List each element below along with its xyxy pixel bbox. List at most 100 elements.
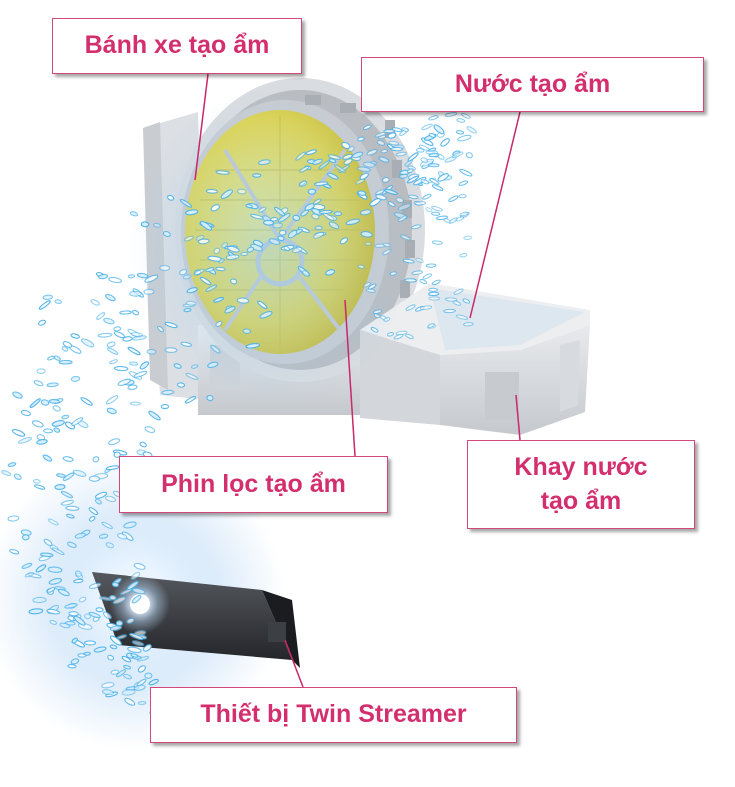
mist-droplet [257,300,268,310]
mist-droplet [287,229,298,239]
mist-droplet [146,348,157,355]
mist-droplet [311,213,320,220]
mist-droplet [77,653,87,658]
mist-droplet [179,198,193,208]
mist-droplet [258,206,267,213]
mist-droplet [119,310,132,315]
mist-droplet [31,420,44,428]
mist-droplet [20,409,31,417]
mist-droplet [197,238,210,245]
mist-droplet [106,407,117,415]
mist-droplet [21,534,30,541]
mist-droplet [227,245,240,253]
mist-droplet [333,211,343,217]
mist-droplet [428,287,439,292]
mist-droplet [362,282,372,288]
mist-droplet [93,646,107,653]
mist-droplet [113,451,121,458]
mist-droplet [237,188,247,195]
mist-droplet [397,215,408,222]
mist-droplet [64,421,76,430]
mist-droplet [451,151,464,159]
mist-droplet [71,417,84,427]
mist-droplet [144,426,156,434]
mist-droplet [422,193,432,200]
mist-droplet [103,611,112,620]
mist-droplet [410,224,422,230]
mist-droplet [176,382,186,388]
mist-droplet [307,188,317,195]
mist-droplet [444,297,458,302]
mist-droplet [312,158,323,165]
mist-droplet [32,479,41,484]
mist-droplet [48,399,60,404]
leader-water [469,111,521,319]
mist-droplet [383,129,396,134]
mist-droplet [60,499,75,506]
mist-droplet [47,566,63,573]
mist-droplet [355,178,366,185]
mist-droplet [420,179,430,185]
mist-droplet [112,596,127,605]
mist-droplet [121,655,132,663]
mist-droplet [127,346,141,356]
mist-droplet [301,270,310,278]
leader-wheel [194,73,209,181]
mist-droplet [183,307,192,313]
mist-droplet [427,323,435,329]
mist-droplet [437,173,449,182]
mist-droplet [199,220,213,231]
mist-droplet [215,170,230,175]
mist-droplet [33,484,46,490]
mist-droplet [83,640,97,646]
mist-droplet [277,235,285,242]
mist-droplet [131,640,145,647]
mist-droplet [463,235,473,240]
mist-droplet [36,368,46,375]
mist-droplet [327,154,341,160]
mist-droplet [428,132,436,138]
mist-droplet [98,533,109,539]
mist-droplet [356,166,371,172]
mist-droplet [415,257,424,263]
mist-droplet [384,188,398,195]
mist-droplet [193,268,206,276]
mist-droplet [126,617,135,624]
mist-droplet [84,613,92,620]
mist-droplet [90,299,100,306]
mist-droplet [328,158,337,164]
mist-droplet [37,319,47,326]
mist-droplet [117,378,131,386]
mist-droplet [429,177,440,185]
mist-droplet [460,112,471,119]
mist-droplet [46,587,56,593]
mist-droplet [246,246,255,253]
mist-droplet [283,245,291,252]
mist-droplet [43,538,53,547]
mist-droplet [59,622,71,629]
mist-droplet [137,701,147,705]
mist-droplet [186,287,198,294]
mist-droplet [459,211,469,217]
mist-droplet [401,127,410,132]
mist-droplet [405,333,414,340]
mist-droplet [406,168,414,174]
mist-droplet [245,203,253,209]
mist-droplet [356,136,365,142]
mist-droplet [221,242,229,249]
mist-droplet [97,332,113,338]
mist-droplet [258,159,271,166]
mist-droplet [109,644,118,650]
mist-droplet [272,222,283,229]
mist-droplet [300,209,309,217]
mist-droplet [131,587,146,595]
mist-droplet [143,288,155,295]
mist-droplet [11,429,26,437]
mist-droplet [328,221,340,230]
mist-droplet [81,338,95,348]
mist-droplet [351,151,364,159]
mist-droplet [40,399,50,406]
mist-droplet [400,234,411,241]
mist-droplet [380,149,388,154]
mist-droplet [366,148,378,156]
